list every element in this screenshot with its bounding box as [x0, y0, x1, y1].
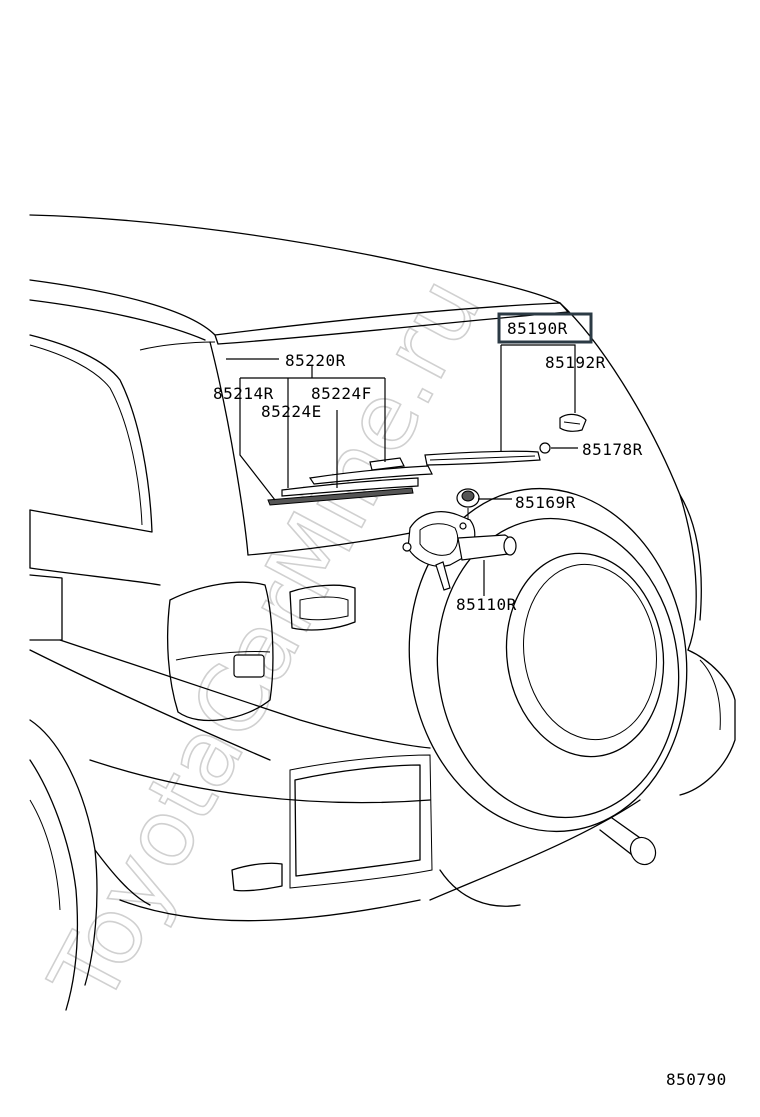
callout-85169r[interactable]: 85169R	[515, 493, 576, 512]
callout-85220r[interactable]: 85220R	[285, 351, 346, 370]
wiper-blade-assembly	[267, 457, 433, 506]
wiper-motor	[402, 508, 517, 591]
arm-cap	[559, 413, 587, 432]
callout-85178r[interactable]: 85178R	[582, 440, 643, 459]
callout-85224e[interactable]: 85224E	[261, 402, 322, 421]
leader-lines	[226, 344, 578, 596]
diagram-id: 850790	[666, 1070, 727, 1089]
watermark: ToyotaCarMine.ru	[29, 260, 501, 1021]
highlight-box	[497, 312, 593, 344]
callout-85110r[interactable]: 85110R	[456, 595, 517, 614]
callout-85192r[interactable]: 85192R	[545, 353, 606, 372]
nut	[539, 442, 551, 454]
callout-85214r[interactable]: 85214R	[213, 384, 274, 403]
spare-tire	[408, 487, 688, 833]
callout-85224f[interactable]: 85224F	[311, 384, 372, 403]
wiper-arm	[424, 450, 541, 466]
vehicle-body	[29, 214, 736, 1011]
callout-85190r[interactable]: 85190R	[507, 319, 568, 338]
grommet	[456, 488, 480, 508]
